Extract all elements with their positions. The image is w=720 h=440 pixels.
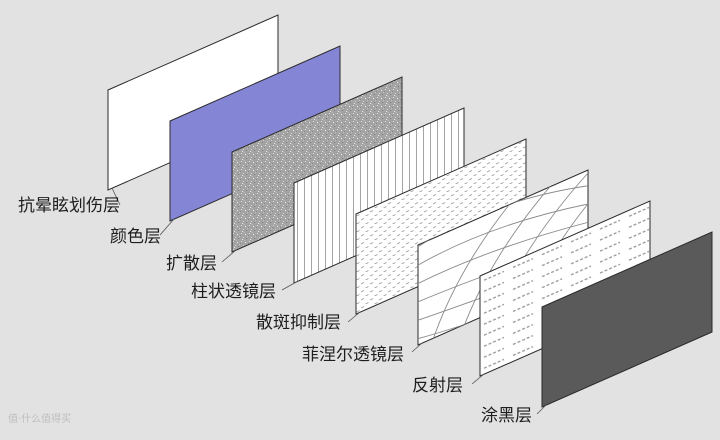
label-black-coating: 涂黑层	[481, 406, 532, 426]
label-color: 颜色层	[110, 227, 161, 247]
leader-line-anti-halation	[111, 187, 121, 206]
leader-line-lenticular	[281, 280, 299, 291]
label-fresnel: 菲涅尔透镜层	[302, 345, 404, 365]
label-lenticular: 柱状透镜层	[191, 282, 276, 302]
panel-face-black-coating	[541, 231, 713, 408]
leader-line-fresnel	[411, 342, 423, 353]
leader-line-black-coating	[536, 404, 547, 415]
watermark: 值·什么值得买	[8, 414, 72, 425]
leader-line-color	[159, 218, 175, 236]
label-speckle-suppression: 散斑抑制层	[256, 313, 341, 333]
leader-line-reflective	[471, 373, 485, 385]
label-reflective: 反射层	[412, 376, 463, 396]
label-diffusion: 扩散层	[166, 254, 217, 274]
label-anti-halation: 抗晕眩划伤层	[18, 196, 120, 216]
leader-line-speckle-suppression	[347, 311, 361, 323]
leader-line-diffusion	[221, 249, 237, 263]
panel-black-coating	[541, 231, 713, 408]
